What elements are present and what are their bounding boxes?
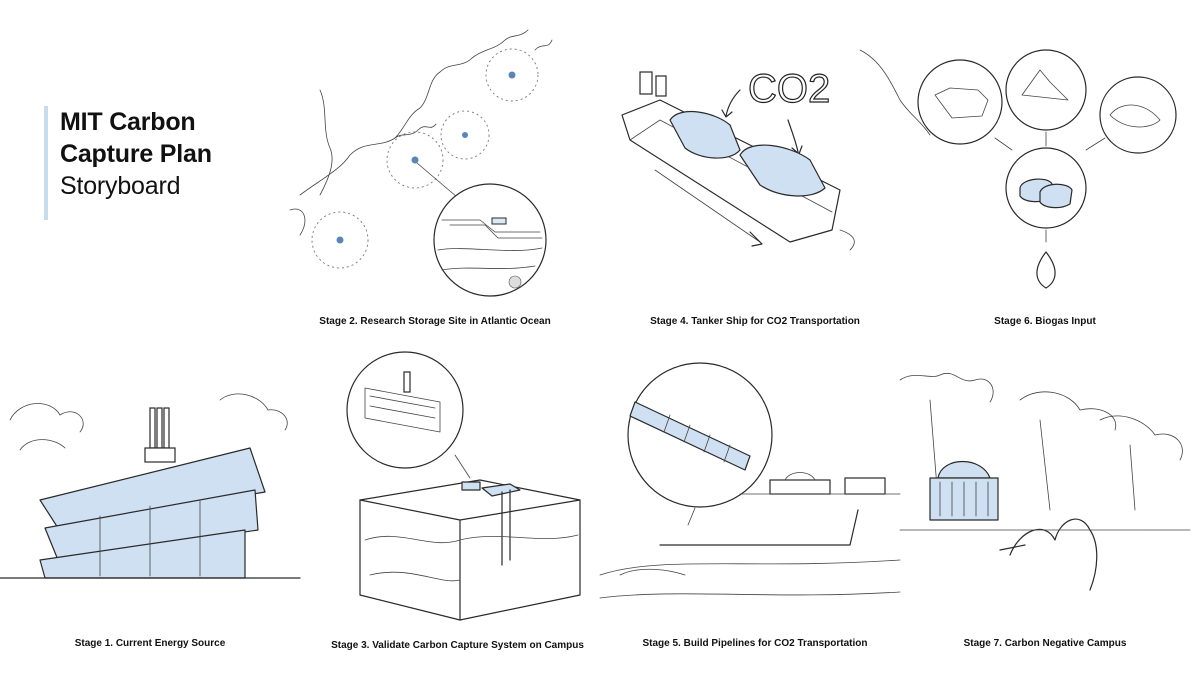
biogas-illustration: [859, 49, 1177, 289]
title-line-2: Capture Plan: [60, 140, 212, 168]
stage-2-caption: Stage 2. Research Storage Site in Atlant…: [319, 316, 551, 327]
stage-7-caption: Stage 7. Carbon Negative Campus: [963, 638, 1127, 649]
storyboard-title: MIT Carbon Capture Plan Storyboard: [44, 106, 284, 220]
stage-3-caption: Stage 3. Validate Carbon Capture System …: [331, 640, 584, 651]
stage-6-panel: Stage 6. Biogas Input: [859, 20, 1190, 330]
stage-4-caption: Stage 4. Tanker Ship for CO2 Transportat…: [650, 316, 860, 327]
stage-6-caption: Stage 6. Biogas Input: [994, 316, 1096, 327]
tanker-ship-illustration: CO2: [621, 66, 855, 251]
stage-1-caption: Stage 1. Current Energy Source: [74, 638, 226, 649]
stage-2-panel: Stage 2. Research Storage Site in Atlant…: [280, 20, 590, 330]
stage-3-panel: Stage 3. Validate Carbon Capture System …: [310, 340, 605, 670]
title-line-1: MIT Carbon: [60, 108, 196, 136]
stage-4-panel: CO2 Stage 4. Tanker Ship for CO2 Transpo…: [600, 20, 910, 330]
co2-label: CO2: [748, 67, 830, 111]
stage-5-panel: Stage 5. Build Pipelines for CO2 Transpo…: [599, 360, 910, 680]
stage-5-caption: Stage 5. Build Pipelines for CO2 Transpo…: [642, 638, 868, 649]
atlantic-map-illustration: [289, 29, 553, 297]
pipeline-illustration: [599, 362, 901, 599]
carbon-negative-campus-illustration: [899, 373, 1191, 591]
stage-7-panel: Stage 7. Carbon Negative Campus: [899, 360, 1191, 680]
stage-1-panel: Stage 1. Current Energy Source: [0, 360, 301, 680]
title-line-3: Storyboard: [60, 172, 181, 200]
power-plant-illustration: [0, 393, 301, 579]
campus-validation-illustration: [346, 351, 581, 621]
